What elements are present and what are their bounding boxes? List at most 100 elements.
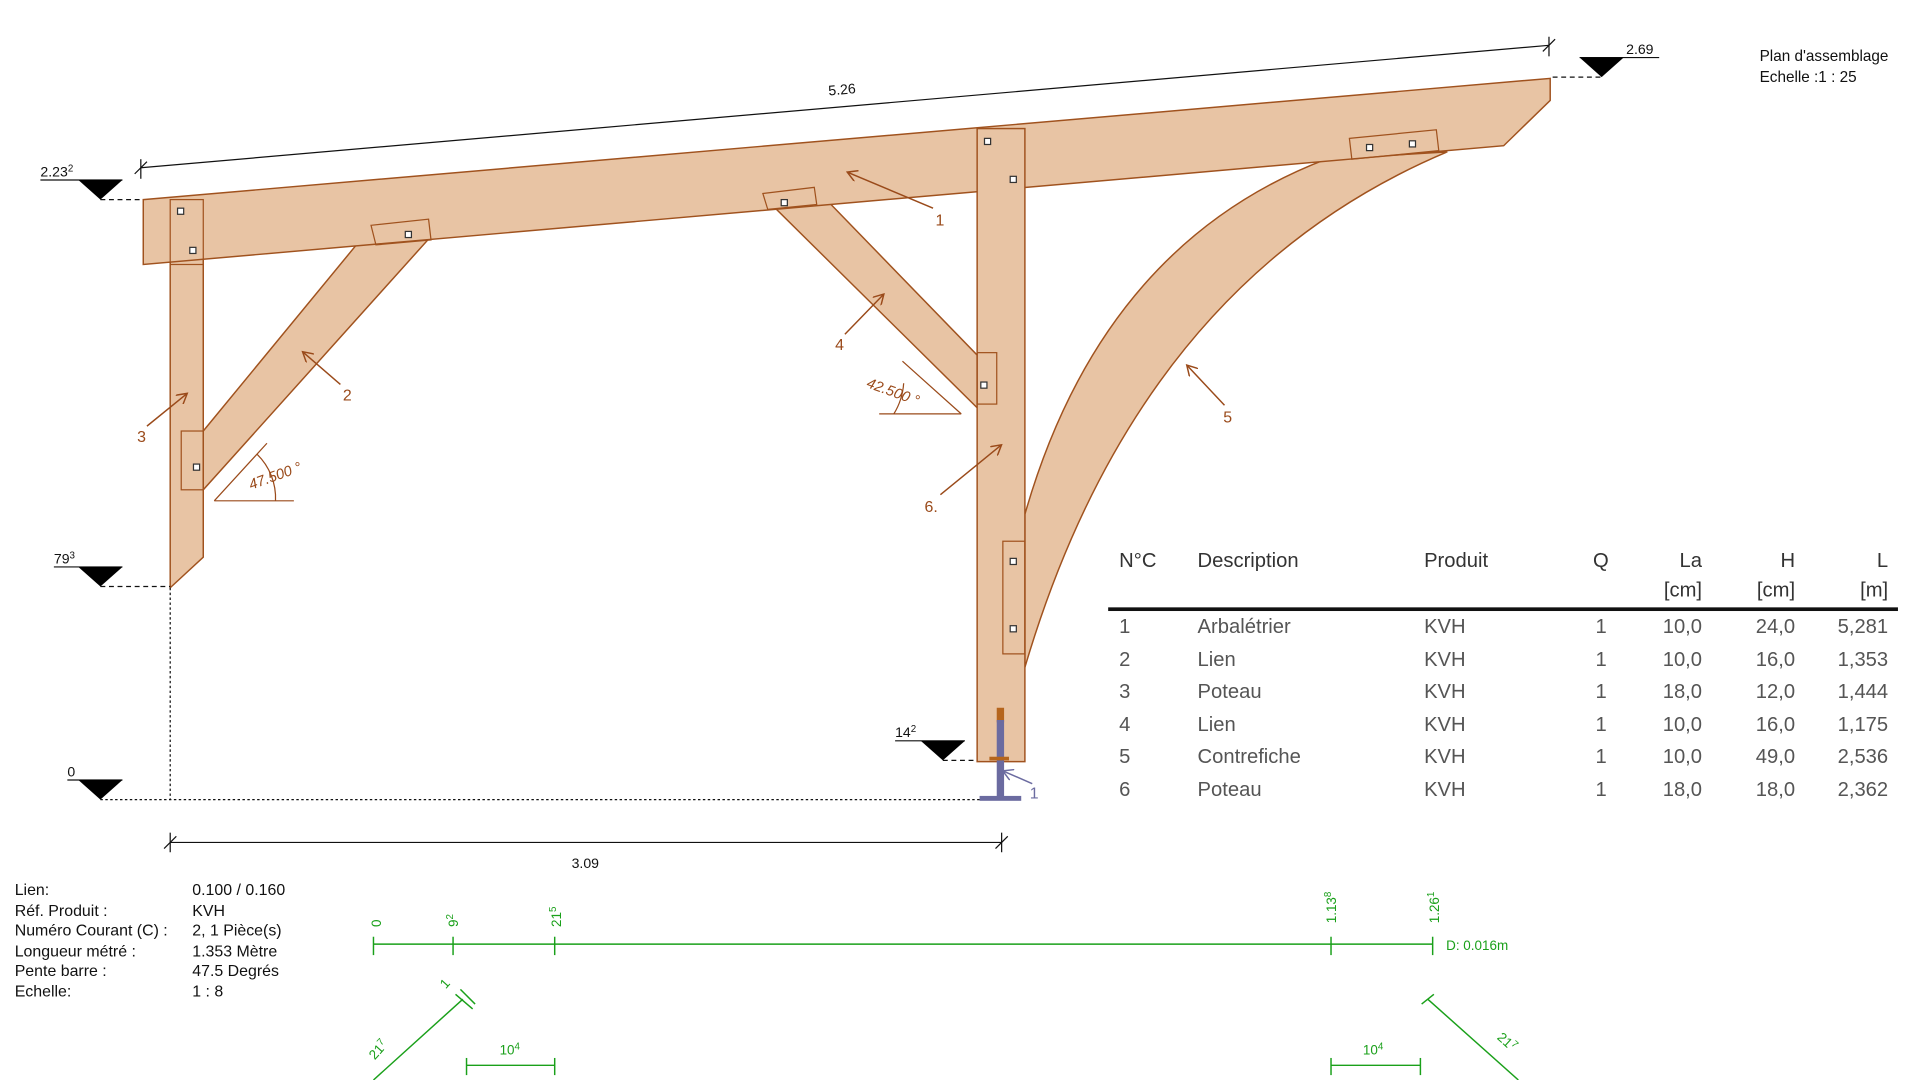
cell-nc: 1 (1119, 615, 1131, 638)
cell-la: 10,0 (1662, 615, 1703, 638)
col-header-q: Q (1593, 549, 1609, 572)
level-label: 142 (895, 724, 916, 740)
cell-l: 1,353 (1837, 648, 1889, 671)
col-header-l-unit: [m] (1860, 579, 1889, 602)
part-arrows (146, 173, 1226, 496)
detail-width-label: 104 (500, 1041, 521, 1057)
detail-value: 1 : 8 (192, 982, 224, 1001)
detail-value: KVH (192, 900, 225, 920)
detail-value: 0.100 / 0.160 (192, 880, 286, 899)
cell-la: 18,0 (1662, 778, 1703, 801)
level-label: 793 (54, 550, 76, 566)
header-rule (1108, 607, 1898, 612)
cell-prod: KVH (1424, 681, 1466, 704)
cell-prod: KVH (1424, 778, 1466, 801)
col-header-l: L (1876, 549, 1889, 572)
cell-q: 1 (1595, 778, 1607, 801)
cell-prod: KVH (1424, 713, 1466, 736)
sheet-title: Plan d'assemblage (1759, 47, 1889, 65)
detail-tick-label: 92 (445, 914, 461, 927)
cell-nc: 5 (1119, 746, 1131, 769)
cell-la: 18,0 (1662, 681, 1703, 704)
part-label-2[interactable]: 2 (343, 387, 352, 404)
cell-h: 24,0 (1755, 615, 1796, 638)
part-5-strut[interactable] (1024, 151, 1448, 668)
cell-h: 16,0 (1755, 713, 1796, 736)
detail-tick-label: 0 (369, 919, 384, 926)
dim-span: 3.09 (572, 855, 600, 871)
sheet-scale: Echelle :1 : 25 (1759, 68, 1857, 86)
detail-value: 2, 1 Pièce(s) (192, 921, 282, 940)
cell-h: 12,0 (1755, 681, 1796, 704)
cell-q: 1 (1595, 713, 1607, 736)
cell-nc: 3 (1119, 681, 1131, 704)
dim-rafter-length: 5.26 (828, 80, 857, 98)
cell-q: 1 (1595, 615, 1607, 638)
detail-row: Longueur métré : 1.353 Mètre (15, 941, 285, 961)
cell-h: 18,0 (1755, 778, 1796, 801)
detail-tick-label: 1.261 (1426, 892, 1442, 924)
col-header-la: La (1679, 549, 1703, 572)
detail-row: Pente barre : 47.5 Degrés (15, 962, 285, 982)
detail-label: Longueur métré : (14, 941, 136, 960)
cell-q: 1 (1595, 648, 1607, 671)
cell-nc: 6 (1119, 778, 1131, 801)
level-label: 0 (67, 763, 75, 779)
cell-desc: Arbalétrier (1197, 615, 1291, 638)
part-label-steel-1[interactable]: 1 (1030, 785, 1039, 802)
col-header-h-unit: [cm] (1756, 579, 1796, 602)
cell-la: 10,0 (1662, 713, 1703, 736)
cell-desc: Lien (1197, 648, 1236, 671)
part-label-5[interactable]: 5 (1223, 409, 1232, 426)
cell-l: 1,175 (1837, 713, 1889, 736)
cell-prod: KVH (1424, 648, 1466, 671)
part-2-brace[interactable] (202, 223, 433, 492)
detail-small-label: 1 (437, 976, 453, 992)
part-label-3[interactable]: 3 (137, 429, 146, 446)
detail-label: Echelle: (14, 982, 72, 1001)
cell-h: 16,0 (1755, 648, 1796, 671)
sheet-header: Plan d'assemblage Echelle :1 : 25 (1760, 47, 1889, 89)
detail-value: 47.5 Degrés (192, 961, 279, 981)
detail-row: Réf. Produit : KVH (15, 901, 285, 921)
angle-markers (213, 360, 962, 502)
level-label: 2.232 (40, 163, 73, 179)
col-header-h: H (1780, 549, 1796, 572)
cell-l: 1,444 (1837, 681, 1889, 704)
bolt-icons (176, 137, 1417, 633)
part-6-post[interactable] (976, 127, 1026, 763)
detail-dimension-lines (372, 936, 1519, 1080)
part-label-6[interactable]: 6. (924, 499, 937, 516)
part-label-1[interactable]: 1 (936, 212, 945, 229)
cell-q: 1 (1595, 681, 1607, 704)
steel-post-base[interactable] (979, 707, 1022, 801)
col-header-nc: N°C (1119, 549, 1157, 572)
cell-desc: Lien (1197, 713, 1236, 736)
cell-prod: KVH (1424, 746, 1466, 769)
cell-l: 2,536 (1837, 746, 1889, 769)
joint-outlines (169, 129, 1440, 655)
cell-l: 2,362 (1837, 778, 1889, 801)
cell-prod: KVH (1424, 615, 1466, 638)
detail-label: Réf. Produit : (14, 900, 108, 920)
cell-h: 49,0 (1755, 746, 1796, 769)
col-header-description: Description (1197, 549, 1299, 572)
cell-q: 1 (1595, 746, 1607, 769)
detail-label: Lien: (14, 880, 50, 899)
level-marker-icons (78, 57, 1624, 800)
angle-label: 42.500 ° (864, 376, 921, 410)
col-header-produit: Produit (1424, 549, 1489, 572)
cell-l: 5,281 (1837, 615, 1889, 638)
cell-la: 10,0 (1662, 648, 1703, 671)
detail-diag-label: 217 (1494, 1029, 1520, 1054)
detail-diag-label: 217 (365, 1037, 390, 1063)
part-label-4[interactable]: 4 (835, 337, 844, 354)
detail-offset-label: D: 0.016m (1446, 938, 1508, 953)
detail-value: 1.353 Mètre (192, 941, 278, 960)
col-header-la-unit: [cm] (1663, 579, 1703, 602)
level-label: 2.69 (1626, 41, 1654, 57)
detail-label: Pente barre : (14, 961, 107, 981)
